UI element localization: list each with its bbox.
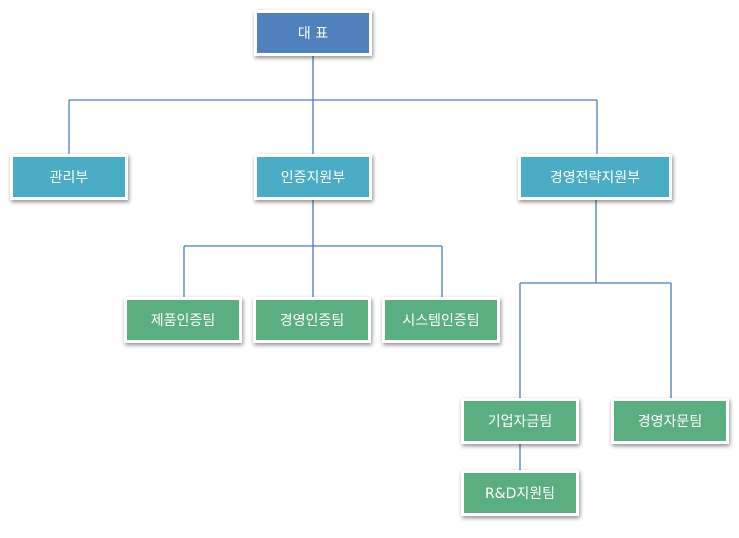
division-label: 경영전략지원부 xyxy=(549,170,641,186)
team-management-consulting[interactable]: 경영자문팀 xyxy=(611,398,729,444)
team-rnd-support[interactable]: R&D지원팀 xyxy=(461,470,579,516)
team-label: 시스템인증팀 xyxy=(402,313,480,329)
division-certification[interactable]: 인증지원부 xyxy=(254,154,372,200)
team-label: R&D지원팀 xyxy=(484,486,556,502)
division-admin[interactable]: 관리부 xyxy=(10,154,128,200)
ceo-label: 대 표 xyxy=(297,26,329,42)
connector-strategy-teams xyxy=(519,200,672,398)
team-corporate-finance[interactable]: 기업자금팀 xyxy=(461,398,579,444)
connector-cert-teams xyxy=(183,200,443,297)
team-system-cert[interactable]: 시스템인증팀 xyxy=(382,297,500,343)
division-label: 인증지원부 xyxy=(280,170,346,186)
team-label: 제품인증팀 xyxy=(150,313,216,329)
division-strategy[interactable]: 경영전략지원부 xyxy=(518,154,672,200)
team-management-cert[interactable]: 경영인증팀 xyxy=(253,297,371,343)
connector-ceo-divisions xyxy=(68,56,598,154)
team-product-cert[interactable]: 제품인증팀 xyxy=(124,297,242,343)
ceo-box[interactable]: 대 표 xyxy=(254,10,372,56)
team-label: 기업자금팀 xyxy=(487,414,553,430)
division-label: 관리부 xyxy=(49,170,89,186)
team-label: 경영자문팀 xyxy=(637,414,703,430)
team-label: 경영인증팀 xyxy=(279,313,345,329)
